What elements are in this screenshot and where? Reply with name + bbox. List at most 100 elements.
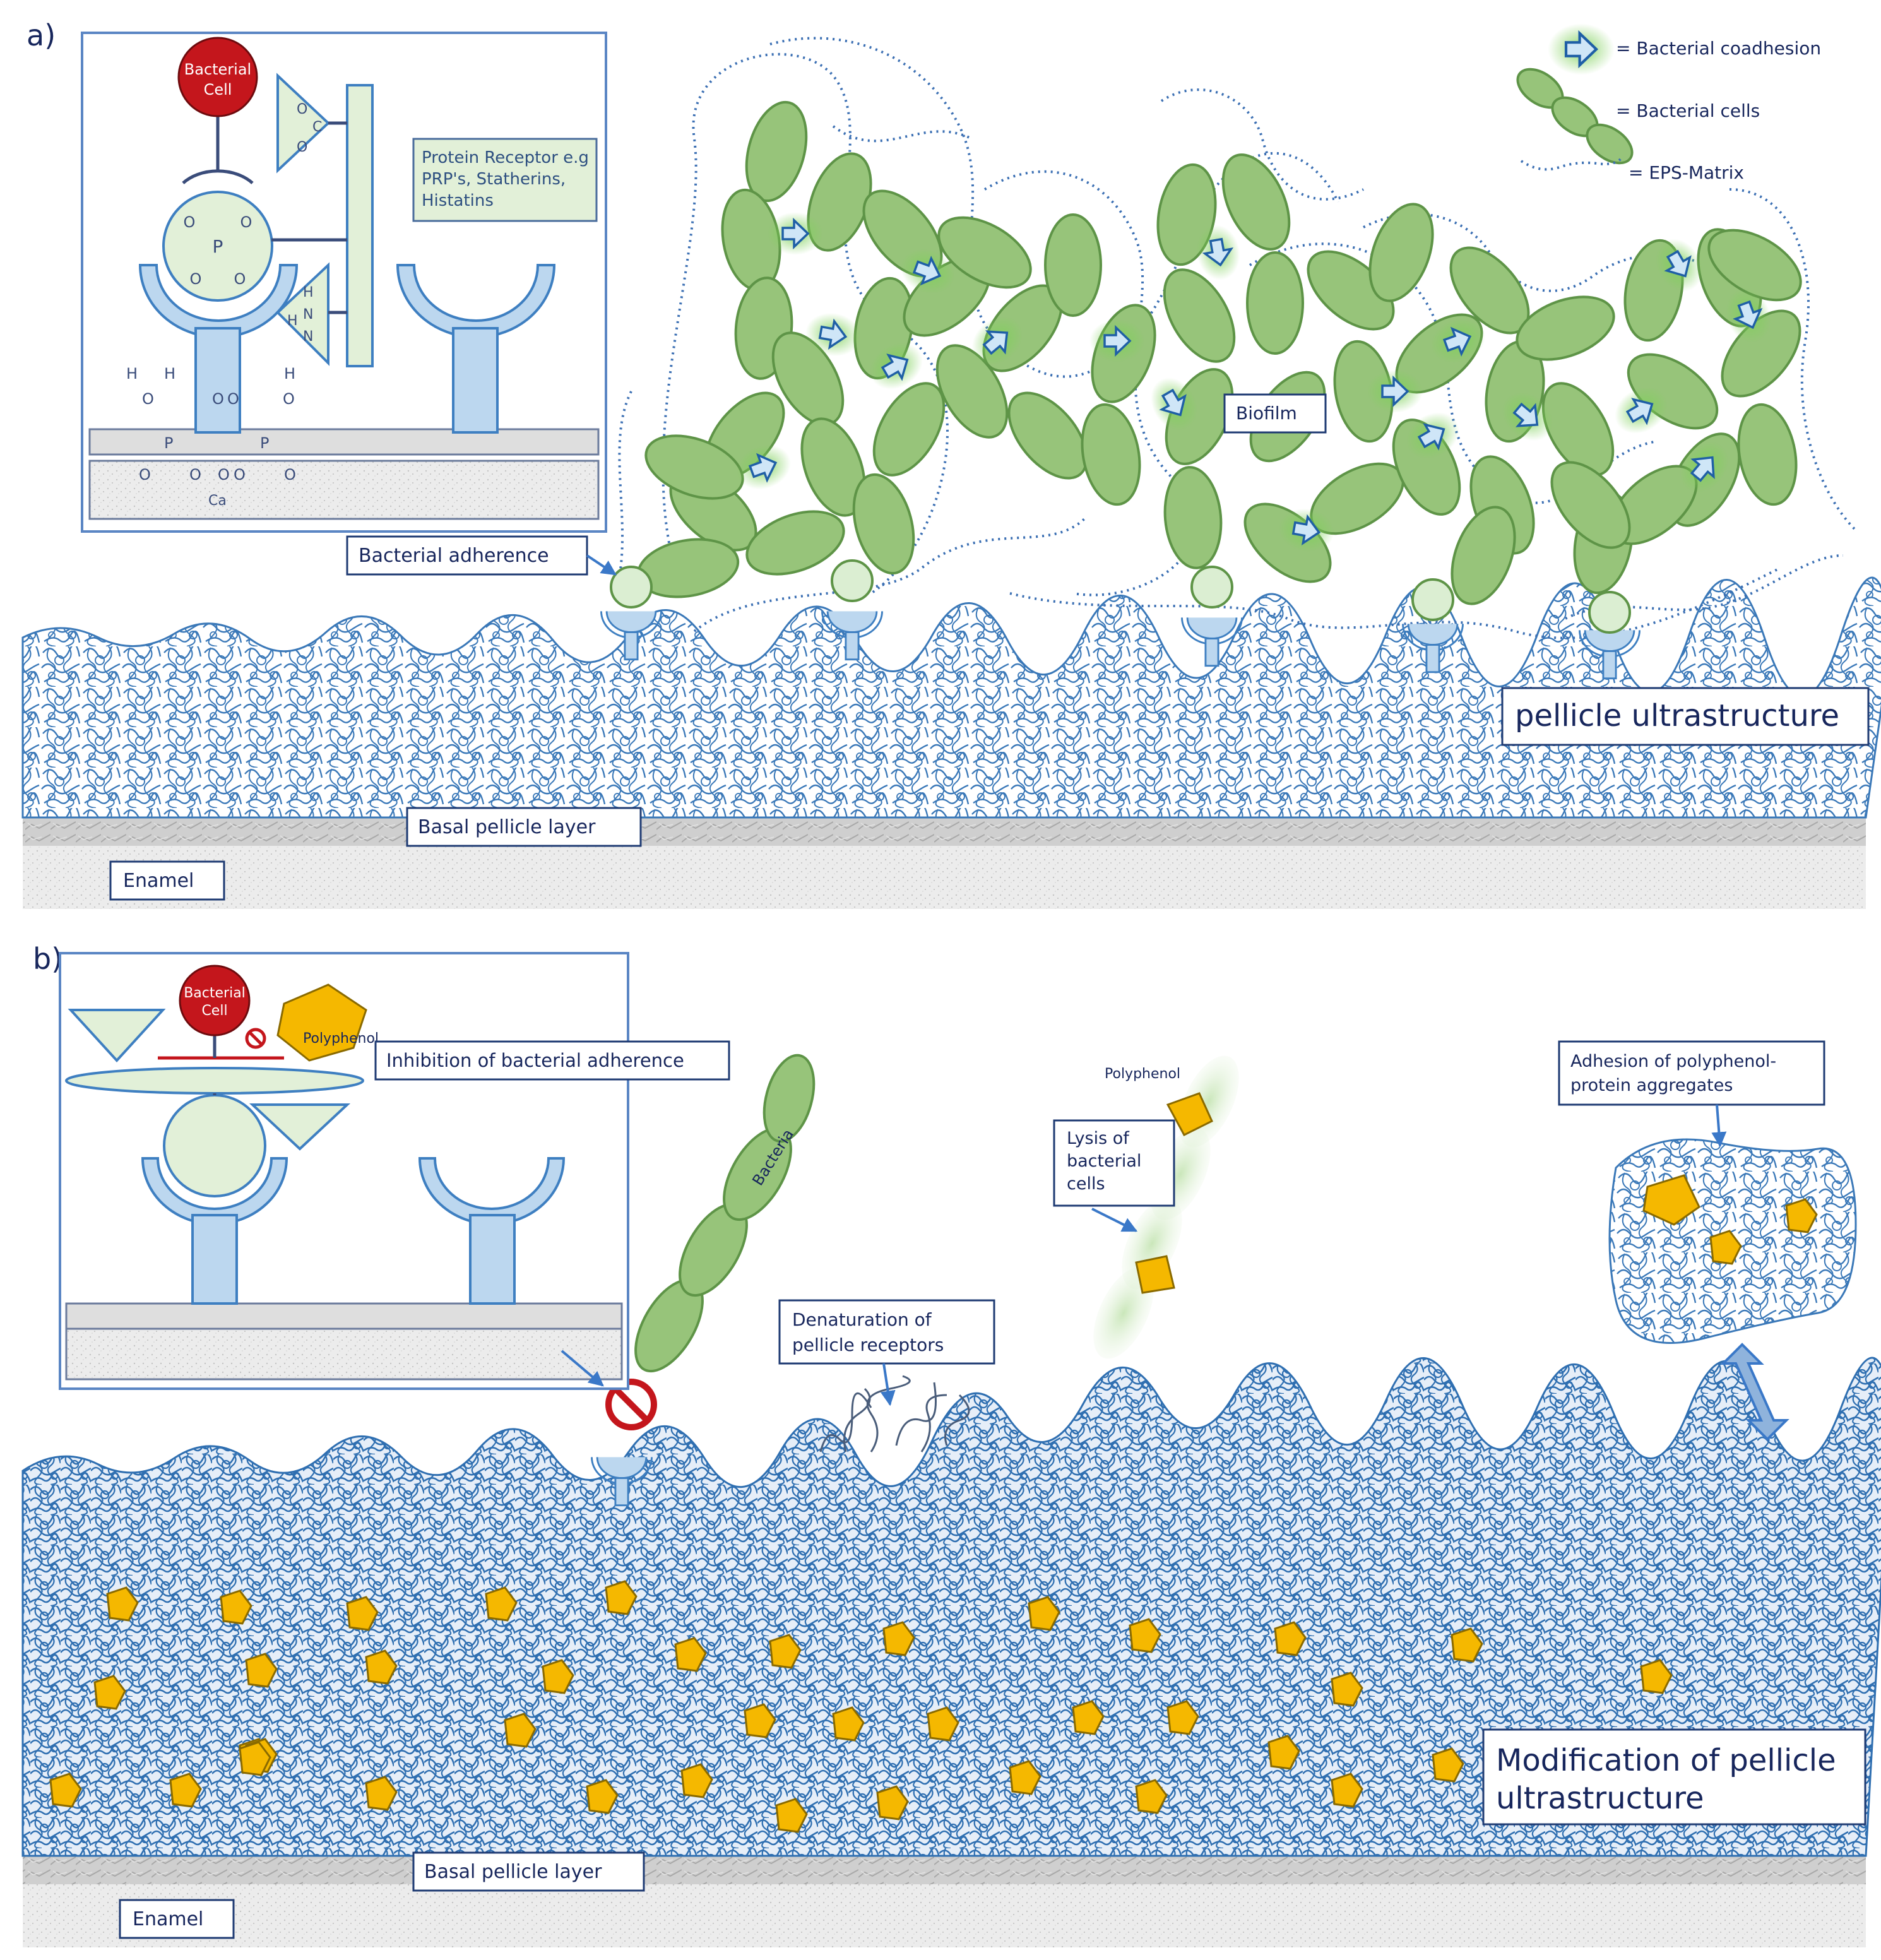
svg-text:Lysis of: Lysis of — [1067, 1129, 1130, 1148]
svg-text:P: P — [164, 434, 173, 452]
bacterial-cell-b — [179, 965, 251, 1036]
label-basal-b: Basal pellicle layer — [412, 1851, 645, 1892]
panel-a: a) — [21, 18, 1881, 909]
label-inhibition: Inhibition of bacterial adherence — [374, 1040, 730, 1387]
svg-text:Modification of pellicle: Modification of pellicle — [1496, 1743, 1836, 1778]
basal-pellicle-layer — [23, 814, 1866, 846]
label-lysis: Lysis of bacterial cells — [1053, 1119, 1175, 1232]
polyphenol-shape-2 — [1135, 1255, 1175, 1294]
svg-text:protein aggregates: protein aggregates — [1570, 1076, 1733, 1095]
denatured-receptors — [819, 1375, 970, 1452]
svg-text:H: H — [126, 365, 138, 383]
label-biofilm: Biofilm — [1223, 393, 1327, 434]
polyphenol-inset-label: Polyphenol — [303, 1031, 379, 1047]
svg-text:O: O — [190, 270, 202, 288]
aggregate — [1608, 1138, 1857, 1441]
svg-text:N: N — [303, 329, 313, 345]
svg-text:Ca: Ca — [208, 493, 227, 509]
svg-text:H: H — [303, 285, 314, 300]
svg-text:Basal pellicle layer: Basal pellicle layer — [418, 816, 596, 838]
svg-text:Denaturation of: Denaturation of — [792, 1309, 932, 1330]
protein-bar-b — [65, 1067, 364, 1095]
polyphenol-clusters — [49, 1580, 1673, 1833]
inhibit-icon-small — [245, 1028, 266, 1049]
svg-text:pellicle ultrastructure: pellicle ultrastructure — [1515, 698, 1839, 734]
panel-a-letter: a) — [27, 18, 56, 52]
svg-text:O: O — [234, 270, 246, 288]
svg-text:Bacterial adherence: Bacterial adherence — [359, 545, 549, 567]
svg-text:O: O — [139, 466, 151, 484]
svg-text:O: O — [212, 390, 224, 408]
svg-text:O: O — [234, 466, 246, 484]
svg-text:Adhesion of polyphenol-: Adhesion of polyphenol- — [1570, 1052, 1776, 1071]
svg-text:O: O — [189, 466, 201, 484]
svg-text:Histatins: Histatins — [422, 191, 494, 210]
svg-text:P: P — [213, 236, 223, 257]
svg-text:Biofilm: Biofilm — [1236, 403, 1297, 424]
svg-text:N: N — [303, 307, 313, 323]
label-modification: Modification of pellicle ultrastructure — [1482, 1728, 1866, 1826]
svg-text:cells: cells — [1067, 1174, 1105, 1194]
legend-cells: = Bacterial cells — [1616, 100, 1760, 121]
svg-text:O: O — [283, 390, 295, 408]
protein-bar — [346, 84, 374, 367]
label-enamel-b: Enamel — [119, 1899, 235, 1939]
svg-text:O: O — [142, 390, 154, 408]
bacterial-cell-b-label-2: Cell — [201, 1003, 227, 1019]
enamel-layer — [23, 840, 1866, 909]
svg-text:Basal pellicle layer: Basal pellicle layer — [424, 1861, 602, 1883]
receptor-b — [141, 1157, 288, 1305]
bacterial-cell-a-label-2: Cell — [204, 81, 232, 98]
svg-text:pellicle receptors: pellicle receptors — [792, 1334, 944, 1355]
inset-b: Bacterial Cell Polyphenol — [59, 952, 629, 1390]
label-bacterial-adherence: Bacterial adherence — [346, 535, 617, 576]
label-enamel-a: Enamel — [109, 860, 225, 901]
panel-b-letter: b) — [33, 942, 62, 976]
legend-coadhesion: = Bacterial coadhesion — [1616, 38, 1821, 59]
label-basal-a: Basal pellicle layer — [406, 807, 642, 847]
legend-eps: = EPS-Matrix — [1629, 162, 1744, 183]
modified-pellicle-mesh — [21, 1357, 1881, 1857]
panel-b: b) — [21, 942, 1881, 1947]
legend-a: = Bacterial coadhesion = Bacterial cells… — [1516, 23, 1821, 183]
svg-text:bacterial: bacterial — [1067, 1151, 1141, 1171]
svg-text:Enamel: Enamel — [133, 1908, 203, 1930]
polyphenol-hexagon — [276, 983, 367, 1062]
svg-text:Protein Receptor e.g: Protein Receptor e.g — [422, 148, 589, 167]
basal-pellicle-layer-b — [23, 1853, 1866, 1884]
bacterial-cell-a-label-1: Bacterial — [184, 61, 251, 78]
label-polyphenol: Polyphenol — [1105, 1066, 1180, 1082]
svg-text:H: H — [284, 365, 295, 383]
svg-text:Inhibition of bacterial adhere: Inhibition of bacterial adherence — [386, 1050, 684, 1071]
label-pellicle-ultrastructure: pellicle ultrastructure — [1501, 687, 1870, 746]
svg-text:O: O — [184, 213, 196, 231]
adherence-sites — [600, 559, 1641, 680]
svg-text:H: H — [164, 365, 175, 383]
svg-text:O: O — [297, 140, 307, 155]
bacterial-cell-a — [177, 37, 258, 117]
adhesion-double-arrow — [1720, 1343, 1789, 1441]
svg-text:PRP's, Statherins,: PRP's, Statherins, — [422, 170, 566, 189]
protein-receptor-label: Protein Receptor e.g PRP's, Statherins, … — [412, 138, 598, 222]
receptor-a — [138, 264, 299, 434]
receptor-a-free — [396, 264, 556, 434]
label-denaturation: Denaturation of pellicle receptors — [778, 1299, 995, 1406]
inset-a: Bacterial Cell P O O O O O C O — [81, 32, 607, 533]
receptor-b-free — [418, 1157, 566, 1305]
svg-text:O: O — [218, 466, 230, 484]
svg-text:C: C — [312, 119, 322, 135]
lysed-bacteria — [1093, 1055, 1239, 1359]
svg-text:O: O — [297, 102, 307, 117]
svg-text:ultrastructure: ultrastructure — [1496, 1781, 1704, 1816]
polyphenol-shape-1 — [1166, 1092, 1213, 1136]
phosphate-group — [162, 191, 273, 302]
svg-text:Polyphenol: Polyphenol — [1105, 1066, 1180, 1082]
svg-text:O: O — [240, 213, 252, 231]
svg-text:O: O — [284, 466, 296, 484]
bacterial-cell-b-label-1: Bacterial — [184, 985, 246, 1001]
svg-text:H: H — [287, 313, 298, 329]
enamel-layer-b — [23, 1878, 1866, 1947]
svg-text:P: P — [260, 434, 269, 452]
svg-text:Enamel: Enamel — [123, 870, 194, 892]
